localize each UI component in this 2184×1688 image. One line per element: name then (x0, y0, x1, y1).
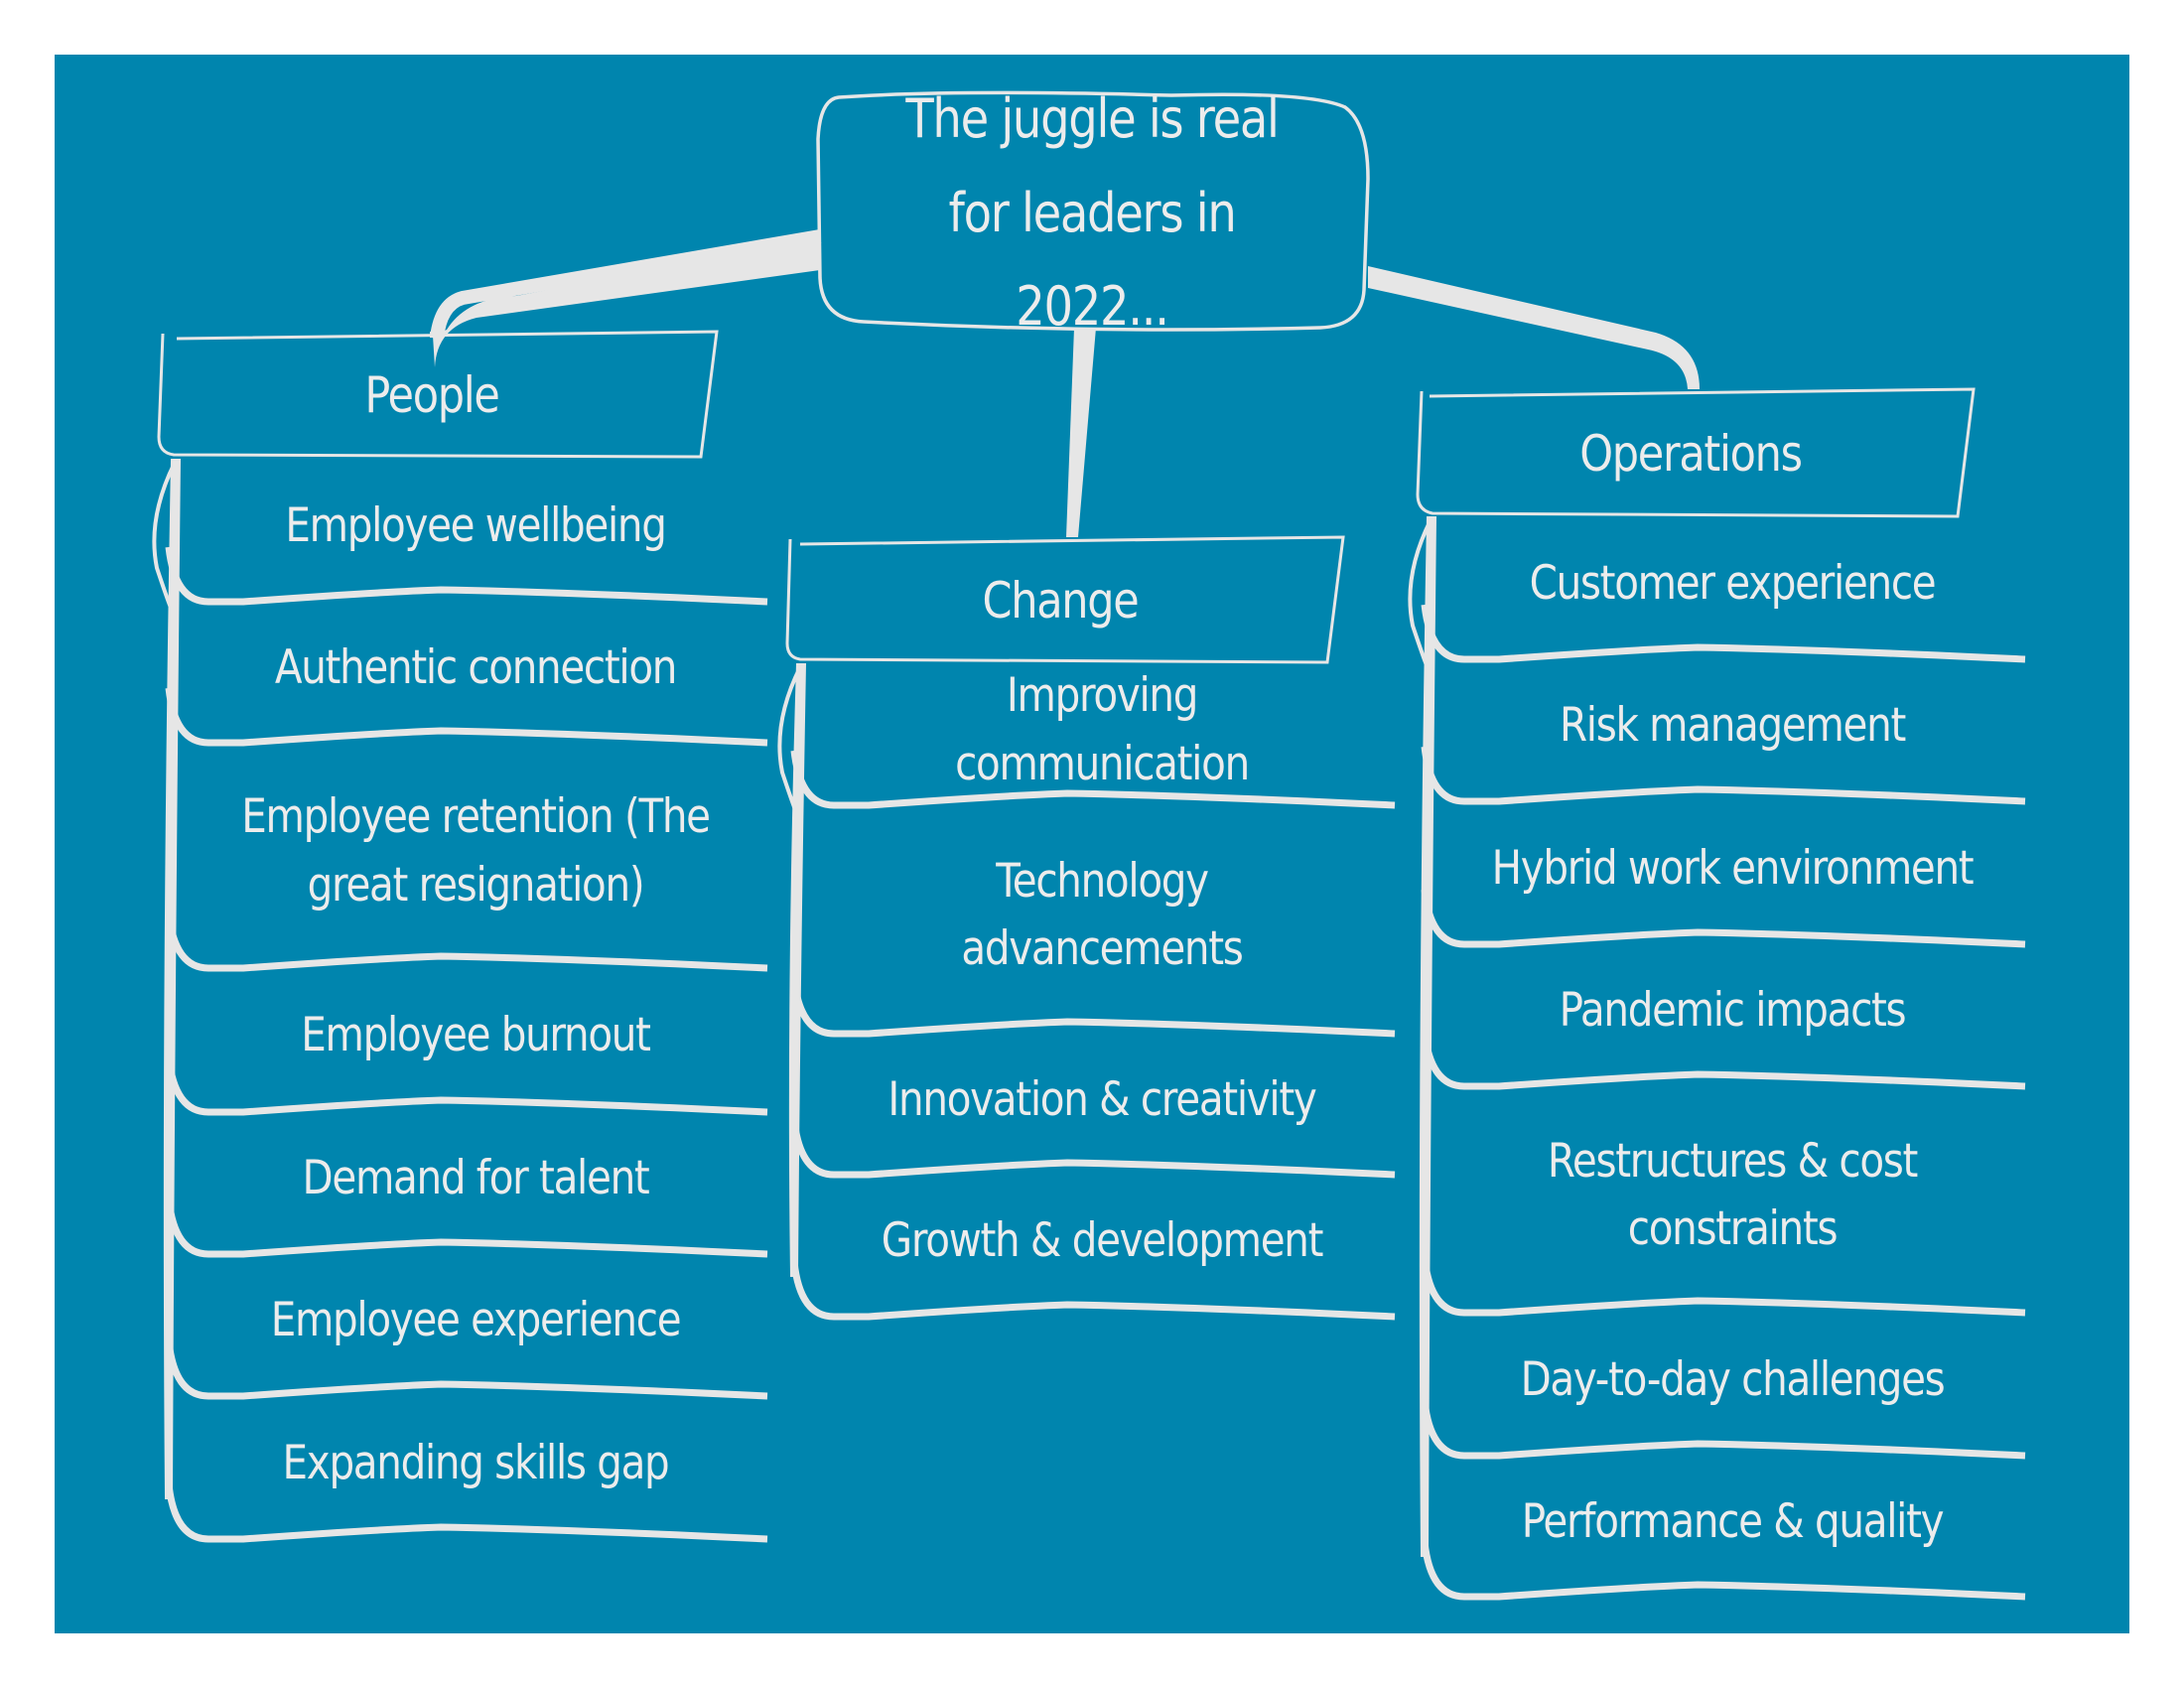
people-item-underline (165, 913, 768, 972)
change-item: Technology advancements (961, 853, 1243, 976)
operations-item: Restructures & cost constraints (1547, 1133, 1918, 1256)
people-branch-loop (152, 462, 177, 609)
change-item: Improving communication (955, 668, 1250, 791)
root-box-outline (816, 90, 1370, 332)
operations-item: Customer experience (1529, 555, 1937, 611)
people-item: Employee retention (The great resignatio… (241, 789, 711, 913)
operations-header-outline (1416, 387, 1976, 518)
root-title: The juggle is real for leaders in 2022..… (905, 87, 1280, 339)
people-item-underline (165, 546, 768, 606)
operations-item-underline (1421, 1031, 2026, 1090)
operations-item-underline (1421, 1400, 2026, 1460)
change-header-outline (785, 535, 1345, 664)
operations-branch-loop (1408, 519, 1433, 666)
people-item: Authentic connection (274, 639, 678, 695)
operations-item-underline (1421, 746, 2026, 805)
people-item: Employee burnout (301, 1008, 651, 1063)
change-item-underline (790, 750, 1396, 809)
operations-item: Risk management (1559, 698, 1906, 754)
connector-root-operations (1368, 266, 1700, 389)
change-item: Growth & development (881, 1213, 1324, 1269)
people-item: Expanding skills gap (282, 1435, 670, 1490)
operations-item-underline (1421, 604, 2026, 663)
change-item-underline (790, 978, 1396, 1038)
people-item-underline (165, 1198, 768, 1258)
people-item: Employee experience (270, 1293, 682, 1348)
people-header-outline (157, 330, 719, 459)
change-item: Innovation & creativity (887, 1071, 1316, 1127)
connector-root-change (1066, 328, 1096, 537)
operations-item-underline (1421, 1257, 2026, 1317)
operations-item: Performance & quality (1521, 1493, 1945, 1549)
people-item-underline (165, 687, 768, 747)
operations-item: Day-to-day challenges (1520, 1351, 1946, 1407)
connector-root-people (433, 238, 820, 367)
people-item-underline (165, 1483, 768, 1543)
people-item-underline (165, 1340, 768, 1400)
people-category-title: People (364, 365, 499, 424)
operations-item-underline (1421, 1541, 2026, 1601)
change-item-underline (790, 1261, 1396, 1321)
operations-category-title: Operations (1579, 424, 1803, 483)
operations-item: Pandemic impacts (1559, 983, 1907, 1039)
people-item: Employee wellbeing (285, 497, 667, 553)
people-item-underline (165, 1056, 768, 1116)
operations-item: Hybrid work environment (1491, 840, 1975, 896)
change-category-title: Change (982, 571, 1140, 630)
operations-item-underline (1421, 889, 2026, 948)
people-item: Demand for talent (302, 1151, 650, 1206)
change-item-underline (790, 1119, 1396, 1179)
change-branch-loop (777, 666, 802, 813)
diagram-background (55, 55, 2129, 1633)
